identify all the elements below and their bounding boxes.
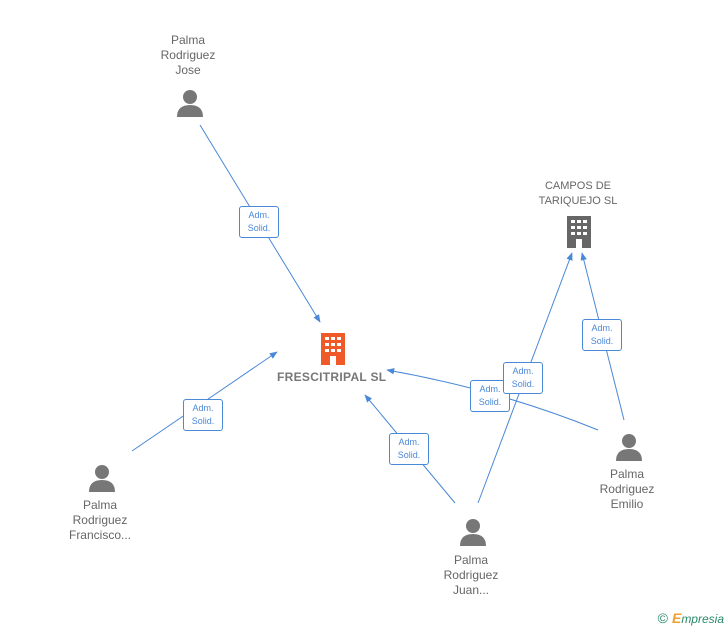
person-label-jose[interactable]: Palma Rodriguez Jose (160, 33, 216, 77)
person-icon[interactable] (458, 517, 488, 547)
company-label-campos[interactable]: CAMPOS DE TARIQUEJO SL (538, 180, 618, 207)
brand-name: mpresia (681, 612, 724, 626)
edge-label-emilio-frescitripal: Adm. Solid. (470, 380, 510, 412)
brand-initial: E (671, 610, 682, 626)
building-icon[interactable] (564, 214, 594, 248)
edge-label-jose: Adm. Solid. (239, 206, 279, 238)
edge-label-emilio-campos: Adm. Solid. (582, 319, 622, 351)
person-label-juan[interactable]: Palma Rodriguez Juan... (443, 553, 499, 597)
person-icon[interactable] (175, 88, 205, 118)
edge-label-juan-frescitripal: Adm. Solid. (389, 433, 429, 465)
building-icon[interactable] (318, 331, 348, 365)
person-label-emilio[interactable]: Palma Rodriguez Emilio (599, 467, 655, 511)
person-label-francisco[interactable]: Palma Rodriguez Francisco... (68, 498, 131, 542)
person-icon[interactable] (614, 432, 644, 462)
empresia-logo[interactable]: ©Empresia (658, 610, 724, 626)
edge-label-juan-campos: Adm. Solid. (503, 362, 543, 394)
copyright-icon: © (657, 610, 668, 626)
edge-label-francisco: Adm. Solid. (183, 399, 223, 431)
person-icon[interactable] (87, 463, 117, 493)
company-label-frescitripal[interactable]: FRESCITRIPAL SL (277, 370, 387, 384)
